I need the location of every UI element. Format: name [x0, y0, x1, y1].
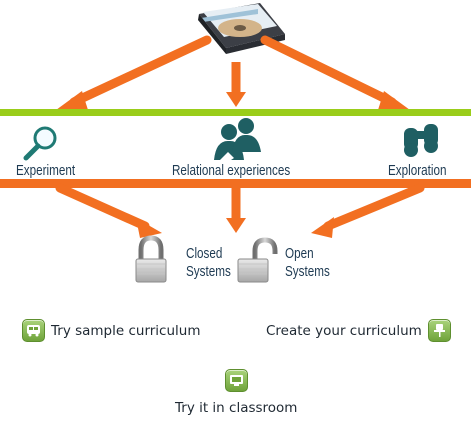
arrow-head-exploration — [378, 91, 410, 110]
arrow-head-systems — [226, 218, 246, 233]
try-sample-curriculum-label: Try sample curriculum — [51, 322, 201, 339]
bottom-arrows — [55, 183, 425, 238]
node-label-exploration: Exploration — [388, 162, 446, 179]
magnifying-glass-icon — [23, 126, 57, 161]
pin-icon — [427, 319, 451, 342]
closed-systems-line2: Systems — [186, 263, 231, 280]
binoculars-icon — [404, 124, 438, 157]
create-curriculum-link[interactable]: Create your curriculum — [266, 319, 451, 342]
arrow-exploration-to-open — [323, 183, 425, 231]
arrow-experiment-to-closed — [55, 183, 150, 231]
arrow-to-experiment — [69, 35, 212, 107]
try-in-classroom-label: Try it in classroom — [175, 400, 298, 416]
arrow-head-experiment — [56, 91, 88, 110]
top-arrows — [56, 35, 410, 110]
create-curriculum-label: Create your curriculum — [266, 322, 422, 339]
open-systems-line1: Open — [285, 245, 314, 262]
arrow-head-open — [311, 217, 334, 238]
cd-drive-icon — [198, 3, 285, 54]
node-label-experiment: Experiment — [16, 162, 75, 179]
green-bar — [0, 109, 471, 116]
closed-systems-line1: Closed — [186, 245, 222, 262]
bus-icon — [22, 319, 45, 342]
orange-bar — [0, 179, 471, 188]
try-in-classroom-link[interactable]: Try it in classroom — [175, 369, 297, 416]
open-padlock-icon — [237, 237, 278, 283]
arrow-to-exploration — [260, 35, 397, 107]
arrow-head-closed — [136, 218, 162, 238]
try-sample-curriculum-link[interactable]: Try sample curriculum — [22, 319, 201, 342]
closed-padlock-icon — [135, 235, 167, 283]
people-icon — [214, 118, 261, 162]
monitor-icon — [224, 369, 248, 392]
node-label-relational: Relational experiences — [172, 162, 290, 179]
open-systems-line2: Systems — [285, 263, 330, 280]
arrow-head-relational — [226, 92, 246, 107]
